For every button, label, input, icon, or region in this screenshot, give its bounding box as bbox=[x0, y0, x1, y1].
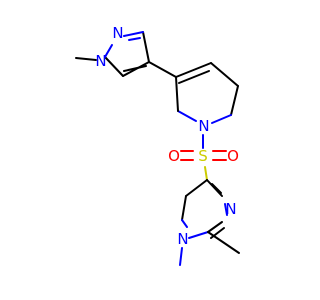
bond bbox=[211, 183, 222, 194]
bond bbox=[230, 85, 239, 116]
bond bbox=[185, 179, 208, 197]
bond bbox=[211, 114, 232, 124]
atom-label-o: O bbox=[168, 147, 180, 165]
bond bbox=[175, 76, 179, 112]
bond bbox=[224, 203, 228, 216]
molecule-structure: N N N S O O N N bbox=[75, 24, 240, 266]
imidazole-ring bbox=[179, 179, 240, 266]
bond bbox=[188, 231, 209, 239]
atom-label-n: N bbox=[225, 200, 236, 218]
bond bbox=[123, 65, 147, 72]
bond bbox=[206, 179, 223, 197]
bond bbox=[181, 195, 187, 221]
bond bbox=[104, 56, 124, 77]
bond bbox=[123, 31, 144, 37]
atom-label-o: O bbox=[227, 147, 239, 165]
atom-label-n: N bbox=[95, 52, 106, 70]
tetrahydropyridine-ring bbox=[175, 62, 239, 124]
bond bbox=[142, 31, 150, 63]
bond bbox=[181, 219, 188, 228]
bond bbox=[204, 166, 208, 181]
bond bbox=[148, 61, 177, 78]
atom-labels: N N N S O O N N bbox=[95, 24, 239, 248]
bond bbox=[104, 44, 113, 58]
bond bbox=[177, 110, 197, 122]
bond bbox=[128, 37, 141, 41]
pyrazole-ring bbox=[75, 31, 150, 77]
bond bbox=[210, 62, 239, 87]
bond bbox=[207, 221, 223, 233]
bond bbox=[207, 231, 240, 254]
atom-label-s: S bbox=[198, 147, 208, 165]
atom-label-n: N bbox=[112, 24, 123, 42]
bond bbox=[178, 70, 210, 84]
bond bbox=[75, 57, 97, 61]
bond bbox=[179, 247, 183, 266]
sulfonyl-group bbox=[180, 150, 227, 181]
atom-label-n: N bbox=[177, 230, 188, 248]
bond bbox=[175, 62, 212, 78]
atom-label-n: N bbox=[198, 117, 209, 135]
